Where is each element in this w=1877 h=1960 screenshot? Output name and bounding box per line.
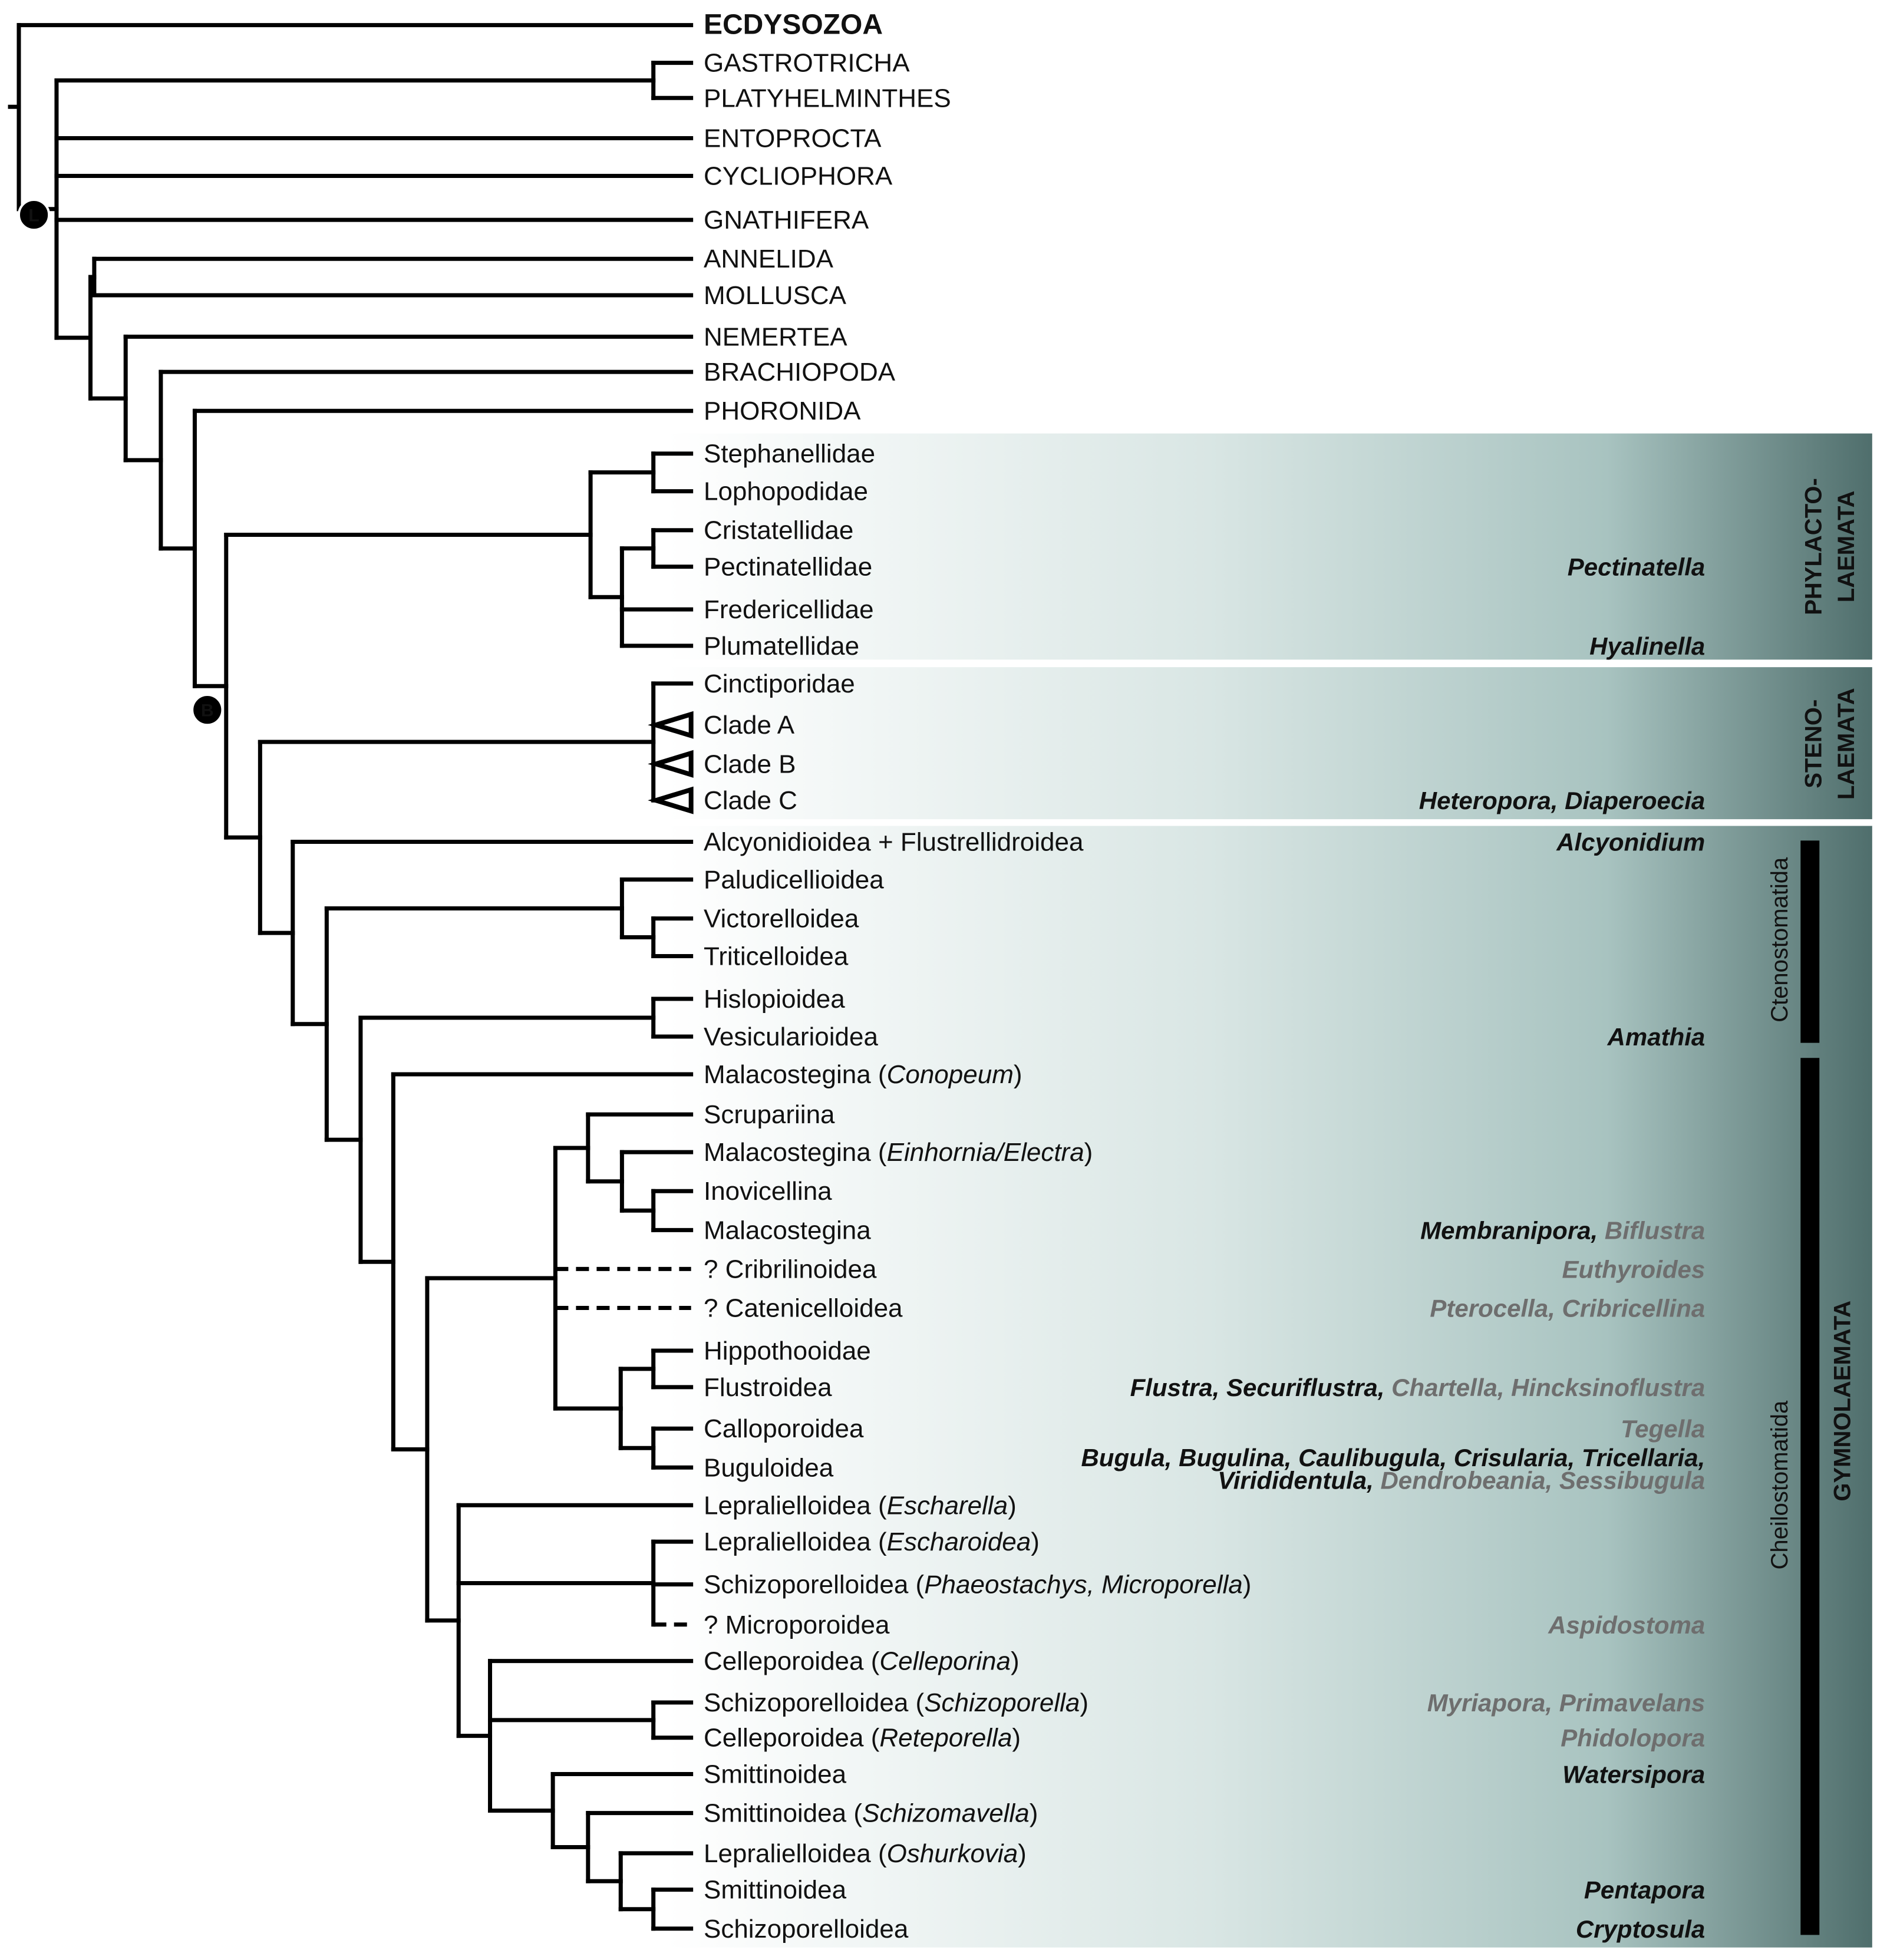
taxon-label: Schizoporelloidea (Schizoporella) — [704, 1688, 1088, 1717]
bar-ctenostomatida — [1800, 840, 1820, 1043]
taxon-label: Flustroidea — [704, 1373, 832, 1402]
taxon-label: Lepralielloidea (Oshurkovia) — [704, 1839, 1027, 1868]
group-label-gymnolaemata: GYMNOLAEMATA — [1830, 1301, 1856, 1502]
taxon-label: Plumatellidae — [704, 632, 859, 661]
taxon-label: PLATYHELMINTHES — [704, 84, 951, 113]
genus-annotation: Aspidostoma — [1548, 1611, 1705, 1639]
taxon-label: Schizoporelloidea (Phaeostachys, Micropo… — [704, 1570, 1251, 1599]
taxon-label: Clade A — [704, 711, 795, 740]
taxon-label: Clade C — [704, 786, 797, 815]
taxon-label: Scrupariina — [704, 1100, 835, 1129]
genus-annotation: Heteropora, Diaperoecia — [1419, 787, 1706, 814]
taxon-label: PHORONIDA — [704, 397, 861, 425]
taxon-label: Fredericellidae — [704, 595, 874, 624]
taxon-label: Smittinoidea — [704, 1876, 847, 1905]
taxon-label: Clade B — [704, 750, 796, 778]
taxon-label: ? Cribrilinoidea — [704, 1255, 877, 1283]
collapsed-clade-triangle — [648, 786, 694, 814]
taxon-label: Cinctiporidae — [704, 669, 855, 698]
genus-annotation: Pterocella, Cribricellina — [1430, 1295, 1705, 1322]
group-label-stenolaemata: LAEMATA — [1833, 688, 1859, 800]
subgroup-label-ctenostomatida: Ctenostomatida — [1767, 857, 1793, 1022]
band-separator — [666, 660, 1872, 666]
taxon-label: CYCLIOPHORA — [704, 161, 893, 190]
genus-annotation: Watersipora — [1562, 1761, 1705, 1789]
taxon-label: MOLLUSCA — [704, 281, 847, 310]
taxon-label: Schizoporelloidea — [704, 1915, 909, 1943]
genus-annotation: Pectinatella — [1568, 553, 1705, 581]
genus-annotation: Myriapora, Primavelans — [1427, 1689, 1706, 1717]
taxon-label: ECDYSOZOA — [704, 9, 883, 41]
genus-annotation: Cryptosula — [1576, 1915, 1705, 1943]
genus-annotation: Alcyonidium — [1556, 829, 1705, 856]
collapsed-clade-triangle — [648, 711, 694, 739]
band-phylactolaemata — [666, 433, 1872, 660]
group-label-phylactolaemata: LAEMATA — [1833, 491, 1859, 603]
subgroup-label-cheilostomatida: Cheilostomatida — [1767, 1400, 1793, 1570]
taxon-label: Celleporoidea (Reteporella) — [704, 1724, 1021, 1753]
node-letter: B — [201, 701, 214, 721]
taxon-label: Smittinoidea (Schizomavella) — [704, 1799, 1038, 1828]
taxon-label: Malacostegina — [704, 1216, 871, 1245]
taxon-label: NEMERTEA — [704, 322, 847, 351]
taxon-label: Lepralielloidea (Escharella) — [704, 1491, 1017, 1520]
genus-annotation: Amathia — [1607, 1023, 1706, 1051]
taxon-label: Lepralielloidea (Escharoidea) — [704, 1527, 1040, 1556]
taxon-label: Cristatellidae — [704, 516, 853, 545]
taxon-label: Vesicularioidea — [704, 1022, 878, 1051]
taxon-label: Inovicellina — [704, 1177, 832, 1206]
taxon-label: Celleporoidea (Celleporina) — [704, 1647, 1020, 1676]
taxon-label: Lophopodidae — [704, 477, 868, 506]
taxon-label: ENTOPROCTA — [704, 124, 882, 153]
taxon-label: Hippothooidae — [704, 1337, 871, 1365]
node-mark-L — [17, 199, 51, 232]
bar-cheilostomatida — [1800, 1058, 1820, 1935]
taxon-label: Hislopioidea — [704, 985, 845, 1014]
taxon-label: ? Catenicelloidea — [704, 1294, 903, 1323]
group-label-phylactolaemata: PHYLACTO- — [1801, 478, 1827, 615]
taxon-label: ANNELIDA — [704, 245, 834, 273]
band-gymnolaemata — [666, 825, 1872, 1948]
taxon-label: Stephanellidae — [704, 440, 875, 468]
taxon-label: Malacostegina (Einhornia/Electra) — [704, 1138, 1093, 1167]
taxon-label: Smittinoidea — [704, 1760, 847, 1789]
taxon-label: Buguloidea — [704, 1453, 834, 1482]
group-label-stenolaemata: STENO- — [1801, 699, 1827, 788]
genus-annotation: Phidolopora — [1561, 1724, 1705, 1752]
genus-annotation: Flustra, Securiflustra, Chartella, Hinck… — [1130, 1374, 1706, 1401]
taxon-label: ? Microporoidea — [704, 1611, 890, 1639]
node-letter: L — [28, 206, 39, 226]
band-stenolaemata — [666, 667, 1872, 820]
taxon-label: Alcyonidioidea + Flustrellidroidea — [704, 828, 1084, 857]
genus-annotation: Virididentula, Dendrobeania, Sessibugula — [1218, 1467, 1705, 1494]
taxon-label: Paludicellioidea — [704, 865, 884, 894]
genus-annotation: Pentapora — [1584, 1876, 1705, 1904]
genus-annotation: Bugula, Bugulina, Caulibugula, Crisulari… — [1081, 1444, 1705, 1471]
taxon-label: Calloporoidea — [704, 1414, 864, 1443]
node-mark-B — [191, 694, 224, 727]
band-separator — [666, 820, 1872, 826]
taxon-label: GASTROTRICHA — [704, 49, 910, 78]
taxon-label: Malacostegina (Conopeum) — [704, 1060, 1022, 1089]
genus-annotation: Membranipora, Biflustra — [1420, 1216, 1705, 1244]
genus-annotation: Tegella — [1621, 1415, 1705, 1443]
taxon-label: Victorelloidea — [704, 905, 859, 933]
genus-annotation: Hyalinella — [1589, 632, 1705, 660]
taxon-label: BRACHIOPODA — [704, 358, 896, 387]
taxon-label: Triticelloidea — [704, 942, 849, 971]
taxon-label: GNATHIFERA — [704, 206, 869, 235]
genus-annotation: Euthyroides — [1562, 1255, 1706, 1283]
taxon-label: Pectinatellidae — [704, 553, 872, 582]
collapsed-clade-triangle — [648, 750, 694, 778]
